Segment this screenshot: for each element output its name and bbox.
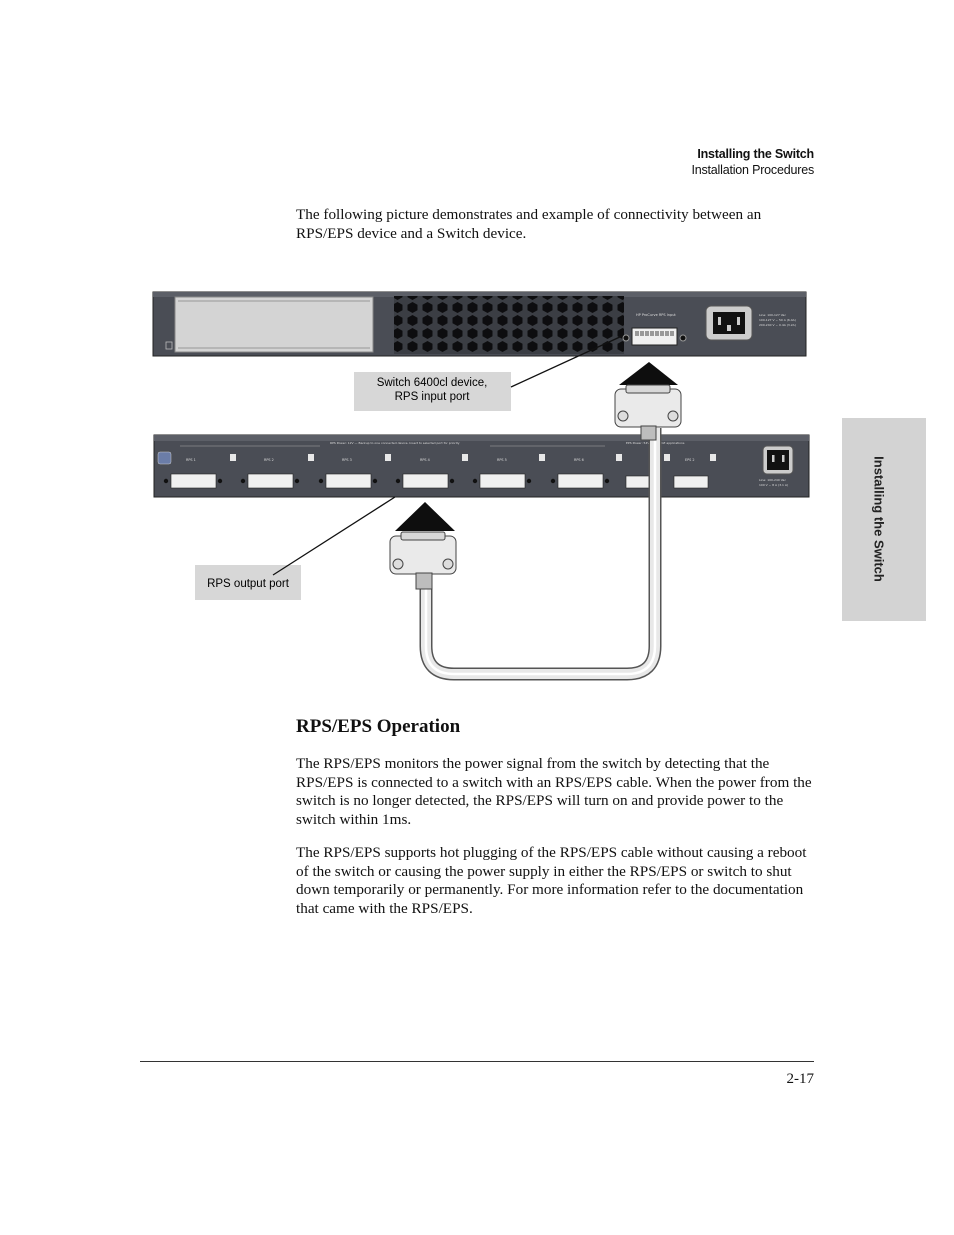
arrow-up-icon	[395, 502, 455, 531]
callout-switch-line2: RPS input port	[395, 391, 471, 403]
svg-text:100 V ~ 8 A (3.1 A): 100 V ~ 8 A (3.1 A)	[759, 483, 788, 487]
svg-text:RPS Power: 12V — Backup to one: RPS Power: 12V — Backup to one connected…	[330, 441, 460, 445]
rps-port-label-2: RPS 2	[264, 458, 274, 462]
eps-port-label-2: EPS 2	[685, 458, 695, 462]
connectivity-figure: HP ProCurve RPS Input Line: 100-127 Vac …	[152, 291, 810, 681]
footer-rule	[140, 1061, 814, 1062]
rps-port-label-5: RPS 5	[497, 458, 507, 462]
svg-text:HP ProCurve RPS Input: HP ProCurve RPS Input	[636, 313, 676, 317]
callout-switch-rps-input: Switch 6400cl device, RPS input port	[354, 372, 511, 411]
rps-port-label-1: RPS 1	[186, 458, 196, 462]
rps-eps-cable	[389, 384, 682, 681]
callout-rps-text: RPS output port	[207, 578, 290, 590]
operation-paragraph-2: The RPS/EPS supports hot plugging of the…	[296, 844, 807, 918]
callout-rps-output-port: RPS output port	[195, 565, 301, 600]
rps-port-label-3: RPS 3	[342, 458, 352, 462]
rps-port-label-6: RPS 6	[574, 458, 584, 462]
chapter-side-tab	[842, 418, 926, 621]
rps-eps-rear-panel: RPS Power: 12V — Backup to one connected…	[153, 434, 810, 498]
svg-text:200-240 V ~ 0.4A (3.2A): 200-240 V ~ 0.4A (3.2A)	[759, 323, 796, 327]
header-subsection-title: Installation Procedures	[691, 163, 814, 177]
header-section-title: Installing the Switch	[697, 147, 814, 161]
arrow-up-icon	[619, 362, 678, 385]
section-heading: RPS/EPS Operation	[296, 716, 461, 737]
callout-switch-line1: Switch 6400cl device,	[377, 377, 488, 389]
svg-text:Line: 100-240 Vac: Line: 100-240 Vac	[759, 478, 786, 482]
operation-paragraph-1: The RPS/EPS monitors the power signal fr…	[296, 755, 812, 829]
svg-text:100-127 V ~ 50 A (6.4A): 100-127 V ~ 50 A (6.4A)	[759, 318, 796, 322]
page-number: 2-17	[786, 1071, 815, 1087]
chapter-side-tab-label: Installing the Switch	[871, 456, 887, 582]
rps-port-label-4: RPS 4	[420, 458, 430, 462]
intro-paragraph: The following picture demonstrates and e…	[296, 206, 762, 242]
switch-rear-panel: HP ProCurve RPS Input Line: 100-127 Vac …	[152, 291, 807, 357]
svg-text:Line: 100-127 Vac: Line: 100-127 Vac	[759, 313, 786, 317]
